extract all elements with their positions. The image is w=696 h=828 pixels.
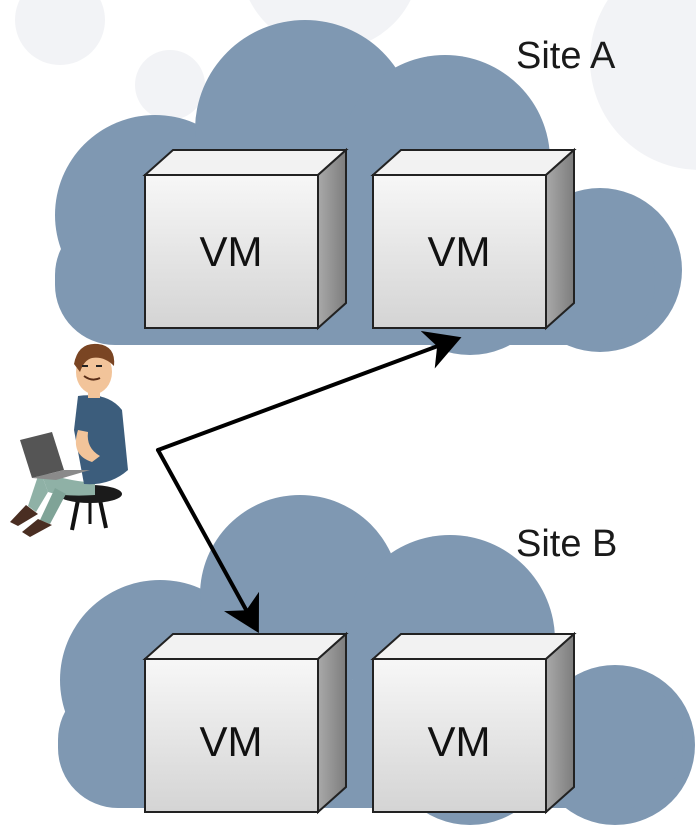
site-b-label: Site B: [516, 523, 617, 565]
arrow-to-site-a: [156, 331, 462, 452]
vm-label: VM: [200, 718, 263, 765]
vm-box-site-a-2: VM: [370, 147, 577, 331]
vm-box-site-b-2: VM: [370, 631, 577, 815]
person-with-laptop-icon: [10, 343, 128, 537]
arrow-to-site-b: [156, 448, 260, 634]
vm-box-site-b-1: VM: [142, 631, 349, 815]
vm-label: VM: [428, 228, 491, 275]
site-a-label: Site A: [516, 35, 616, 77]
vm-label: VM: [200, 228, 263, 275]
connection-arrows: [156, 331, 462, 634]
vm-label: VM: [428, 718, 491, 765]
vm-box-site-a-1: VM: [142, 147, 349, 331]
background-decoration: [15, 0, 696, 170]
